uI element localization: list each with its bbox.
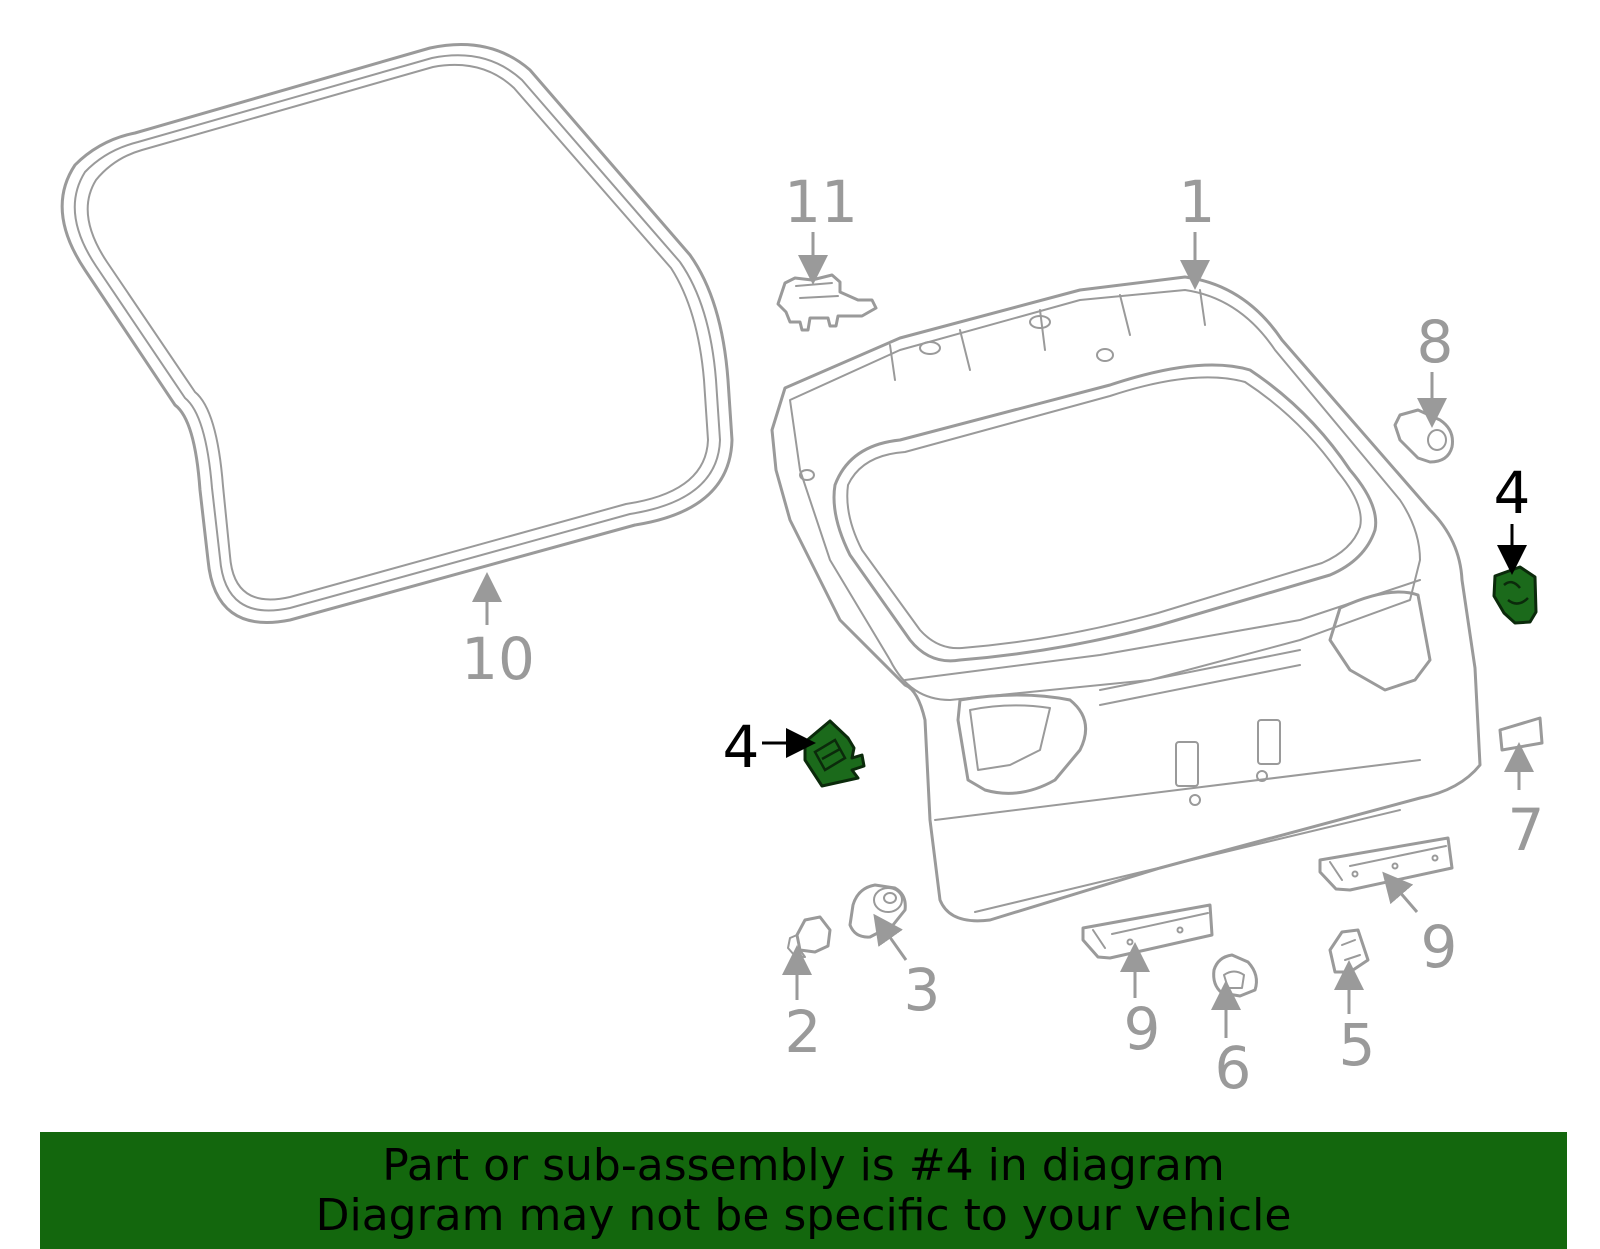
callout-8: 8 — [1417, 308, 1454, 376]
callout-6: 6 — [1215, 1034, 1252, 1102]
callout-10: 10 — [461, 625, 535, 693]
callout-11: 11 — [784, 168, 858, 236]
callout-9-left: 9 — [1124, 995, 1161, 1063]
hinge-part-11 — [776, 273, 878, 332]
emblem-plate-part-7 — [1498, 716, 1544, 752]
cushion-part-3 — [848, 883, 907, 939]
leader-arrow-9-right — [1382, 871, 1419, 913]
stopper-part-8 — [1393, 408, 1454, 464]
cushion-part-6 — [1212, 953, 1258, 998]
callout-3: 3 — [904, 956, 941, 1024]
nut-part-2 — [787, 915, 832, 958]
bumper-pad-part-5 — [1328, 928, 1370, 974]
callout-1: 1 — [1179, 168, 1216, 236]
banner-line-2: Diagram may not be specific to your vehi… — [315, 1189, 1292, 1241]
callout-7: 7 — [1508, 796, 1545, 864]
bracket-part-9-right — [1318, 836, 1454, 892]
highlighted-part-4-left — [803, 719, 866, 788]
callout-5: 5 — [1339, 1011, 1376, 1079]
weatherstrip-seal-part-10 — [60, 42, 734, 624]
callout-4-right: 4 — [1494, 459, 1531, 527]
highlighted-part-4-right — [1492, 565, 1538, 625]
callout-2: 2 — [785, 998, 822, 1066]
info-banner: Part or sub-assembly is #4 in diagram Di… — [40, 1132, 1567, 1249]
callout-9-right: 9 — [1421, 913, 1458, 981]
banner-line-1: Part or sub-assembly is #4 in diagram — [382, 1139, 1225, 1191]
callout-4-left: 4 — [723, 713, 760, 781]
bracket-part-9-left — [1081, 903, 1214, 960]
leader-arrow-3 — [873, 913, 908, 961]
lift-gate-panel-part-1 — [770, 275, 1482, 923]
